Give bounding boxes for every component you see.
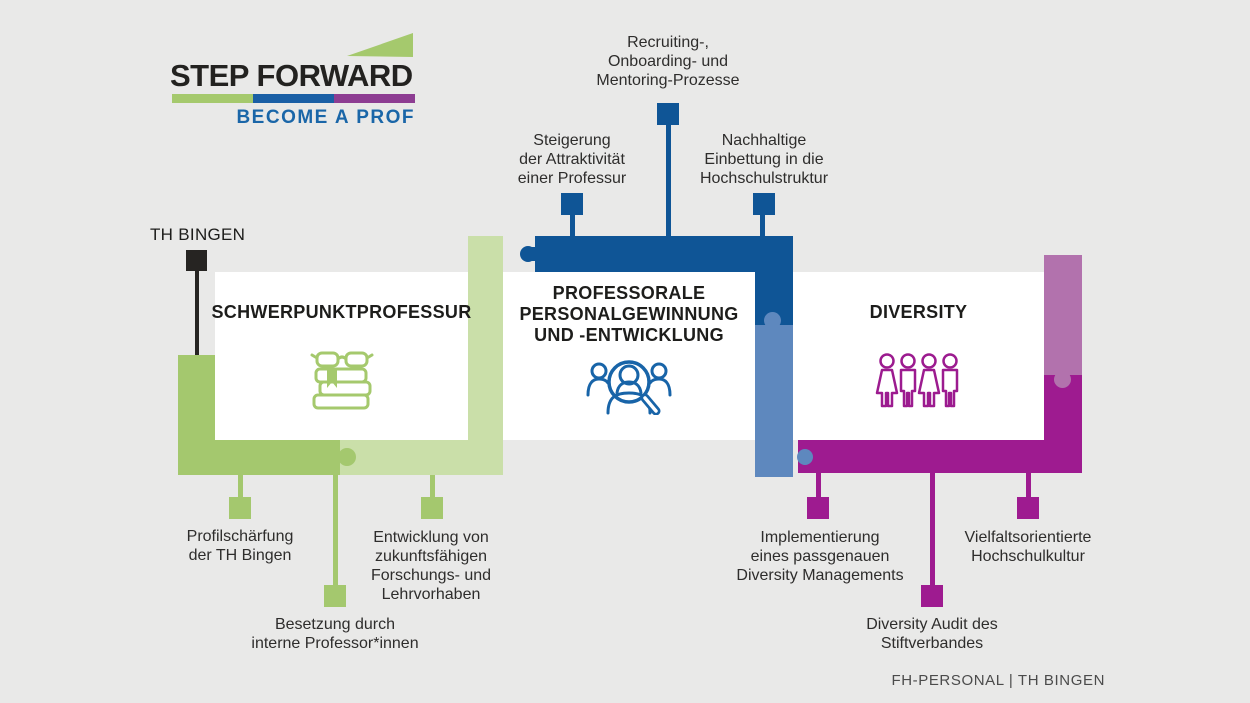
people-magnifier-icon (586, 360, 672, 415)
blue-puzzle-up-knob (764, 312, 781, 329)
connector-stem-vielfalt (1026, 473, 1031, 497)
blue-puzzle-right-knob (797, 449, 813, 465)
connector-square-diversity-audit (921, 585, 943, 607)
purple-puzzle-right-column-dark (1044, 375, 1082, 473)
logo-color-bar (172, 94, 415, 103)
label-nachhaltige-einbettung: Nachhaltige Einbettung in die Hochschuls… (699, 132, 829, 187)
blue-puzzle-left-knob-neck (527, 247, 539, 261)
green-puzzle-bottom-bar-light (340, 440, 503, 475)
books-glasses-icon (310, 351, 373, 410)
connector-stem-th-bingen (195, 270, 199, 356)
connector-stem-steigerung (570, 215, 575, 237)
label-recruiting-onboarding-mentoring: Recruiting-, Onboarding- und Mentoring-P… (596, 34, 740, 89)
connector-square-besetzung (324, 585, 346, 607)
logo-subtitle: BECOME A PROF (236, 107, 415, 128)
connector-stem-profilschaerfung (238, 475, 243, 497)
connector-square-profilschaerfung (229, 497, 251, 519)
label-entwicklung: Entwicklung von zukunftsfähigen Forschun… (370, 529, 492, 603)
card-title-diversity: DIVERSITY (869, 302, 968, 322)
connector-square-recruiting (657, 103, 679, 125)
connector-stem-nachhaltige (760, 215, 765, 237)
diversity-people-icon (875, 353, 958, 408)
card-diversity: DIVERSITY (793, 272, 1044, 440)
green-puzzle-knob (338, 448, 356, 466)
label-vielfalt: Vielfaltsorientierte Hochschulkultur (964, 529, 1092, 565)
connector-stem-implementierung (816, 473, 821, 497)
connector-square-entwicklung (421, 497, 443, 519)
connector-stem-diversity-audit (930, 473, 935, 585)
footer-credit: FH-PERSONAL | TH BINGEN (891, 672, 1105, 689)
purple-puzzle-right-column-light (1044, 255, 1082, 375)
card-title-schwerpunktprofessur: SCHWERPUNKTPROFESSUR (211, 302, 472, 322)
label-besetzung: Besetzung durch interne Professor*innen (251, 616, 419, 652)
green-puzzle-right-column (468, 236, 503, 475)
logo-triangle-icon (347, 33, 413, 57)
purple-puzzle-knob (1054, 371, 1071, 388)
logo-bar-green-segment (172, 94, 253, 103)
blue-puzzle-right-column-light (755, 325, 793, 477)
label-profilschaerfung: Profilschärfung der TH Bingen (186, 528, 294, 564)
card-title-personalgewinnung: PROFESSORALE PERSONALGEWINNUNG UND -ENTW… (519, 283, 739, 345)
card-personalgewinnung: PROFESSORALE PERSONALGEWINNUNG UND -ENTW… (503, 272, 755, 440)
card-schwerpunktprofessur: SCHWERPUNKTPROFESSUR (212, 272, 471, 440)
label-implementierung: Implementierung eines passgenauen Divers… (736, 529, 904, 584)
connector-square-steigerung (561, 193, 583, 215)
label-th-bingen: TH BINGEN (150, 225, 246, 244)
logo-bar-purple-segment (334, 94, 415, 103)
label-steigerung-attraktivitaet: Steigerung der Attraktivität einer Profe… (517, 132, 627, 187)
connector-stem-besetzung (333, 475, 338, 585)
logo-bar-blue-segment (253, 94, 334, 103)
connector-square-nachhaltige (753, 193, 775, 215)
label-diversity-audit: Diversity Audit des Stiftverbandes (866, 616, 998, 652)
connector-square-vielfalt (1017, 497, 1039, 519)
blue-puzzle-top-bar (535, 236, 793, 272)
connector-square-th-bingen (186, 250, 207, 271)
connector-square-implementierung (807, 497, 829, 519)
logo-title: STEP FORWARD (170, 58, 413, 93)
connector-stem-recruiting (666, 125, 671, 237)
connector-stem-entwicklung (430, 475, 435, 497)
green-puzzle-bottom-bar-dark (178, 440, 340, 475)
purple-puzzle-bottom-bar (798, 438, 1082, 473)
